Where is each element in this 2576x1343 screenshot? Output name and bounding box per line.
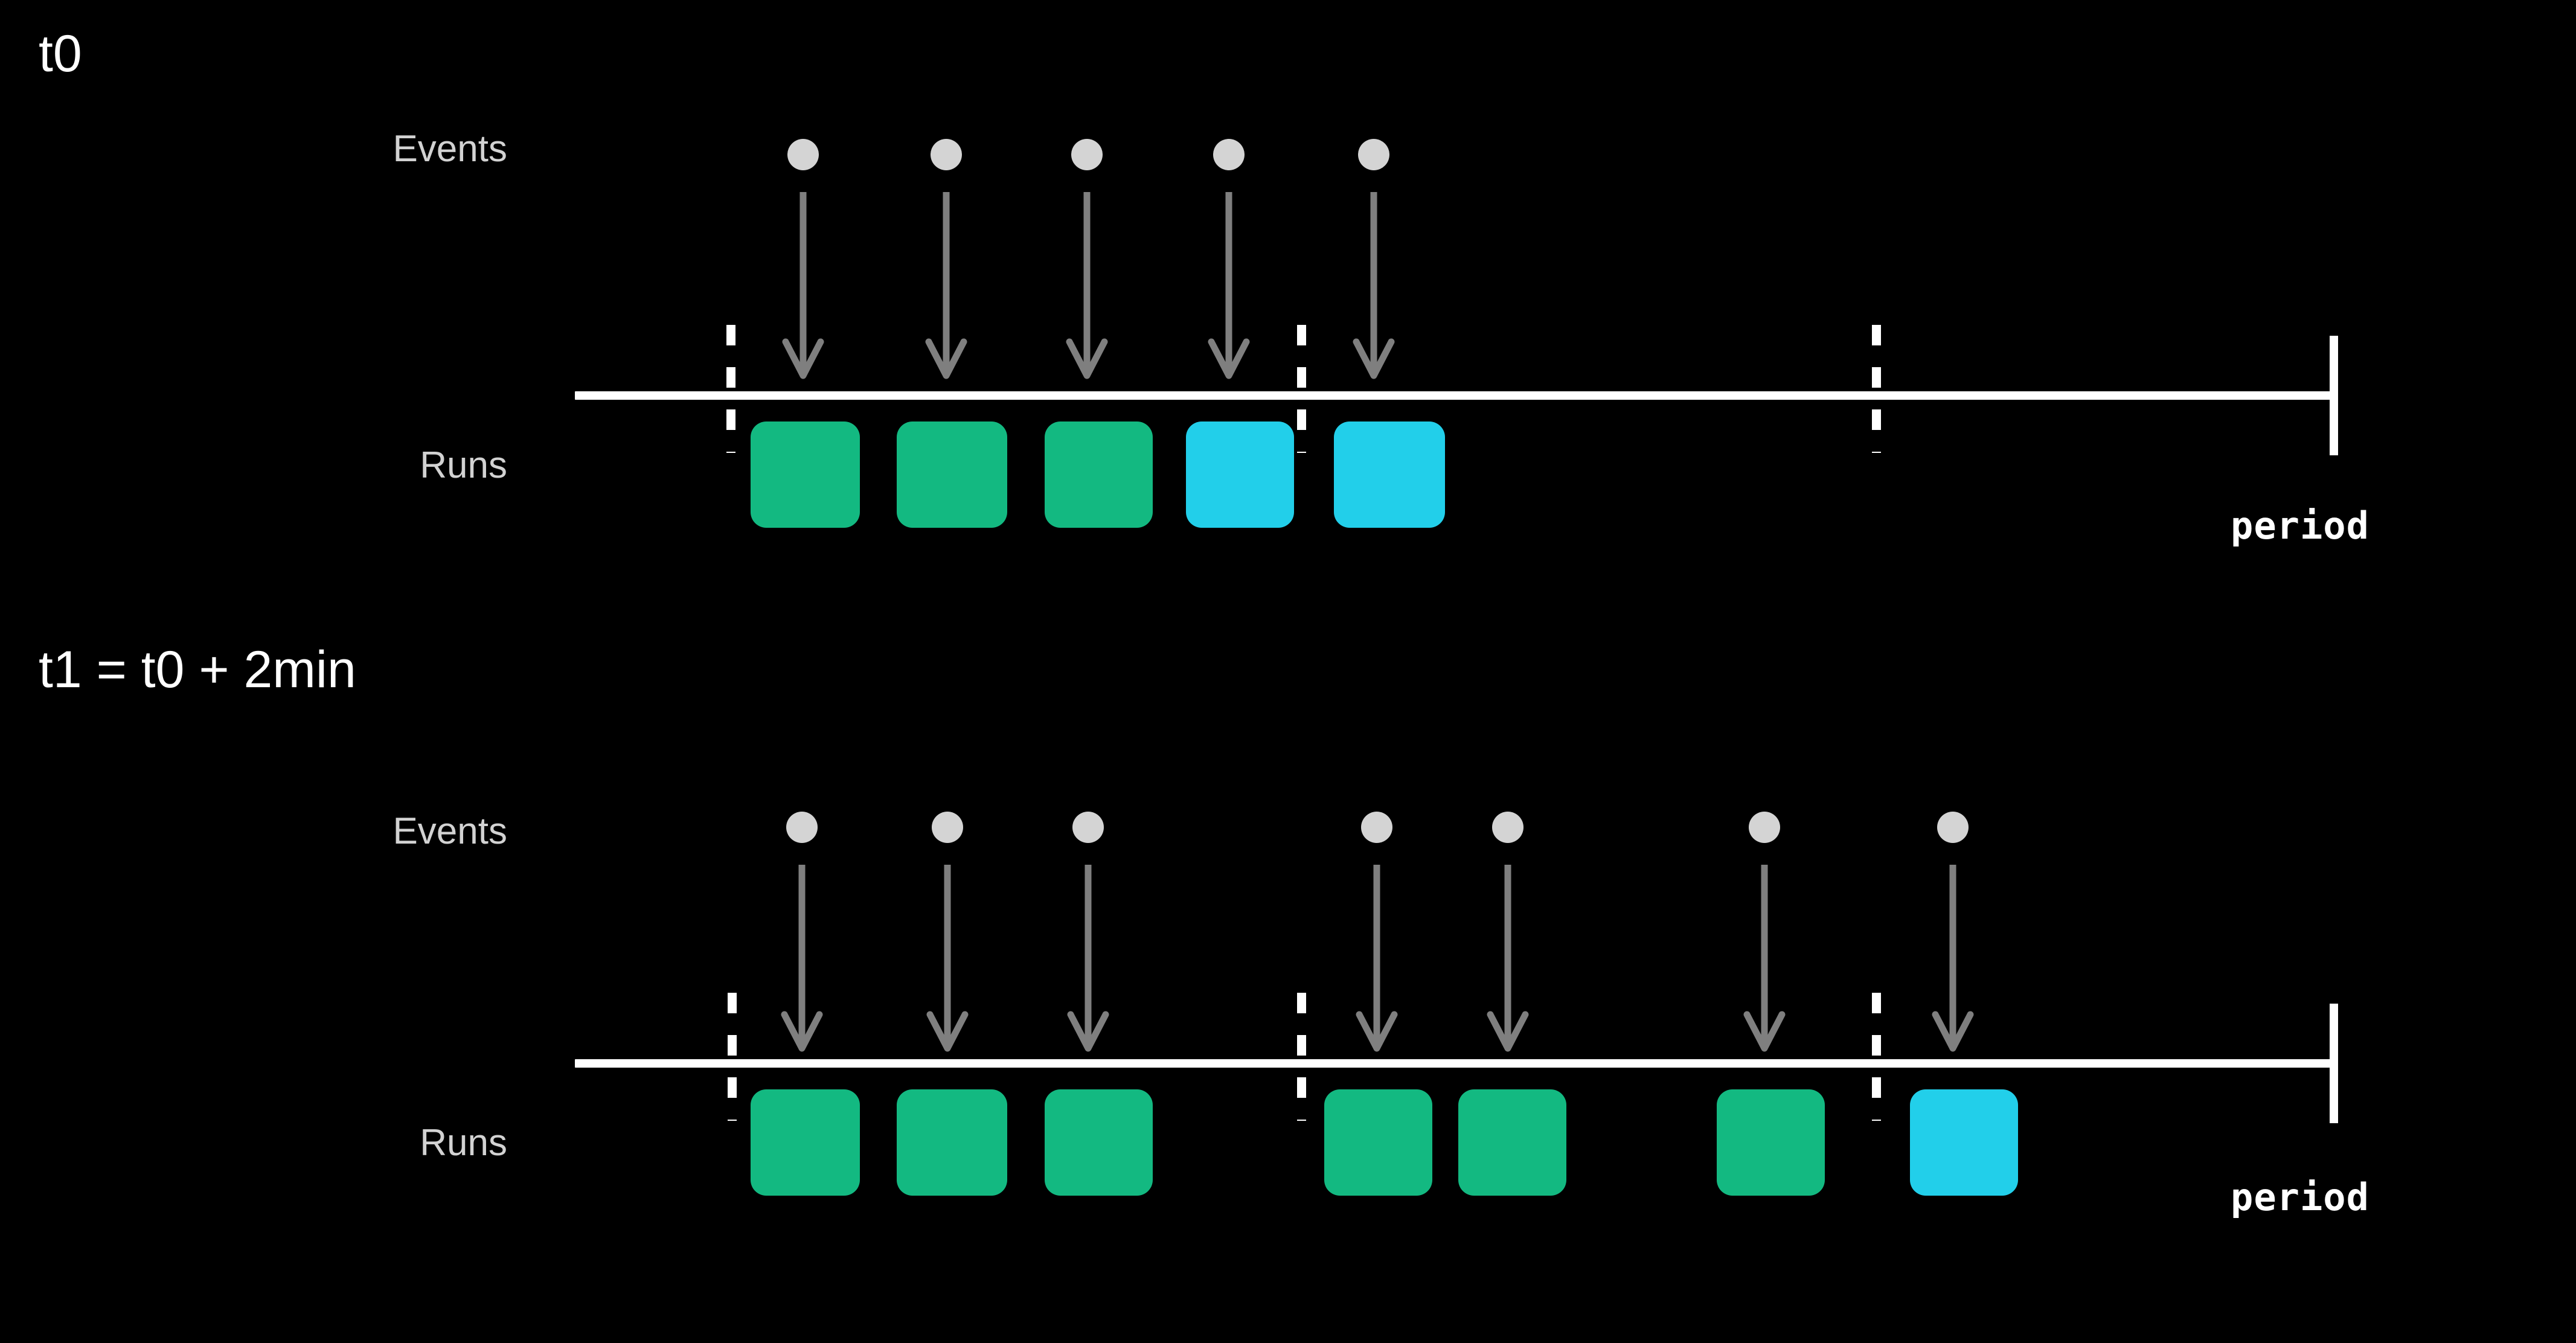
event-arrow-icon [1351, 192, 1396, 385]
event-arrow-icon [1066, 865, 1110, 1058]
run-block [751, 1089, 860, 1196]
period-boundary-3-t0 [1872, 325, 1881, 453]
period-boundary-3-t1 [1872, 993, 1881, 1121]
run-block [1045, 421, 1153, 528]
event-dot [932, 812, 963, 843]
run-block [1717, 1089, 1825, 1196]
run-block [751, 421, 860, 528]
period-caption-t1: period [2231, 1175, 2369, 1219]
timeline-axis-t0 [575, 391, 2338, 400]
section-title-t0: t0 [39, 25, 82, 83]
period-boundary-2-t1 [1297, 993, 1306, 1121]
timeline-end-tick-t0 [2330, 336, 2338, 455]
event-dot [1071, 139, 1103, 170]
period-boundary-1-t1 [728, 993, 737, 1121]
run-block [1324, 1089, 1432, 1196]
event-dot [1749, 812, 1780, 843]
run-block [897, 1089, 1007, 1196]
event-arrow-icon [1065, 192, 1109, 385]
event-dot [1937, 812, 1969, 843]
event-arrow-icon [1206, 192, 1251, 385]
events-row-label-t0: Events [392, 128, 507, 170]
section-title-t1: t1 = t0 + 2min [39, 641, 356, 699]
runs-row-label-t1: Runs [420, 1122, 507, 1164]
event-arrow-icon [781, 192, 825, 385]
event-arrow-icon [925, 865, 970, 1058]
run-block [1045, 1089, 1153, 1196]
event-dot [1358, 139, 1389, 170]
event-arrow-icon [780, 865, 824, 1058]
event-arrow-icon [924, 192, 969, 385]
event-dot [787, 139, 819, 170]
period-boundary-2-t0 [1297, 325, 1306, 453]
run-block [1334, 421, 1445, 528]
event-dot [931, 139, 962, 170]
event-arrow-icon [1354, 865, 1399, 1058]
event-dot [786, 812, 818, 843]
runs-row-label-t0: Runs [420, 444, 507, 486]
event-dot [1213, 139, 1245, 170]
timeline-end-tick-t1 [2330, 1004, 2338, 1123]
event-arrow-icon [1742, 865, 1787, 1058]
events-row-label-t1: Events [392, 810, 507, 852]
run-block [1910, 1089, 2018, 1196]
event-arrow-icon [1930, 865, 1975, 1058]
run-block [1458, 1089, 1566, 1196]
period-caption-t0: period [2231, 504, 2369, 548]
run-block [897, 421, 1007, 528]
event-dot [1361, 812, 1392, 843]
event-dot [1072, 812, 1104, 843]
event-arrow-icon [1485, 865, 1530, 1058]
period-boundary-1-t0 [726, 325, 735, 453]
run-block [1186, 421, 1294, 528]
timeline-axis-t1 [575, 1059, 2338, 1068]
event-dot [1492, 812, 1523, 843]
